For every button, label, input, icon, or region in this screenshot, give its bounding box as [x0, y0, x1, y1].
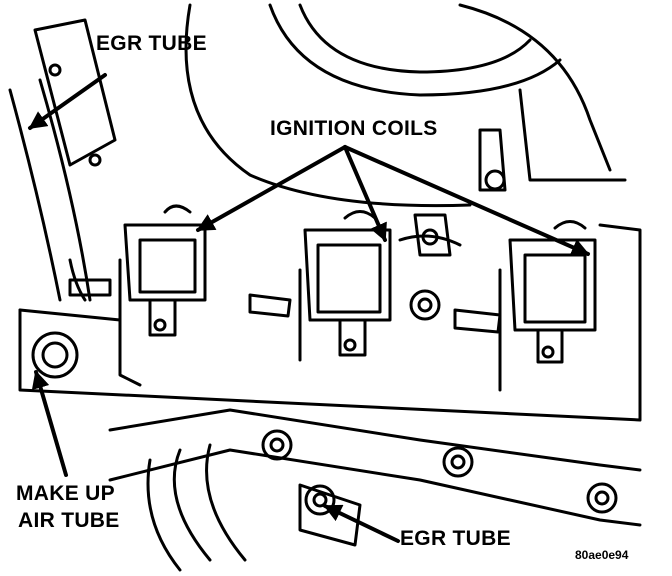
bracket-top-right: [478, 128, 507, 192]
arrow-coil-3: [343, 145, 590, 256]
arrow-coil-1: [196, 145, 347, 232]
egr-tube-bottom-end: [304, 484, 336, 516]
label-egr-tube-top: EGR TUBE: [96, 32, 207, 55]
ignition-coil-1: [123, 204, 207, 337]
arrow-egr-tube-top: [28, 73, 107, 130]
upper-housing: [268, 3, 562, 97]
fuel-rail: [108, 408, 642, 472]
ignition-coil-2: [303, 210, 392, 357]
make-up-air-tube-end: [31, 331, 79, 379]
egr-tube-top-part: [33, 18, 117, 167]
ignition-coil-3: [508, 220, 597, 364]
hose-left: [8, 88, 62, 302]
label-make-up-line1: MAKE UP: [16, 482, 115, 505]
arrow-coil-2: [343, 145, 387, 242]
label-egr-tube-bottom: EGR TUBE: [400, 527, 511, 550]
arrow-egr-tube-bottom: [323, 504, 400, 543]
arrow-make-up-air-tube: [31, 370, 68, 477]
label-make-up-line2: AIR TUBE: [18, 509, 120, 532]
valve-cover: [18, 223, 642, 422]
figure-reference: 80ae0e94: [575, 548, 629, 562]
label-ignition-coils: IGNITION COILS: [270, 117, 438, 140]
